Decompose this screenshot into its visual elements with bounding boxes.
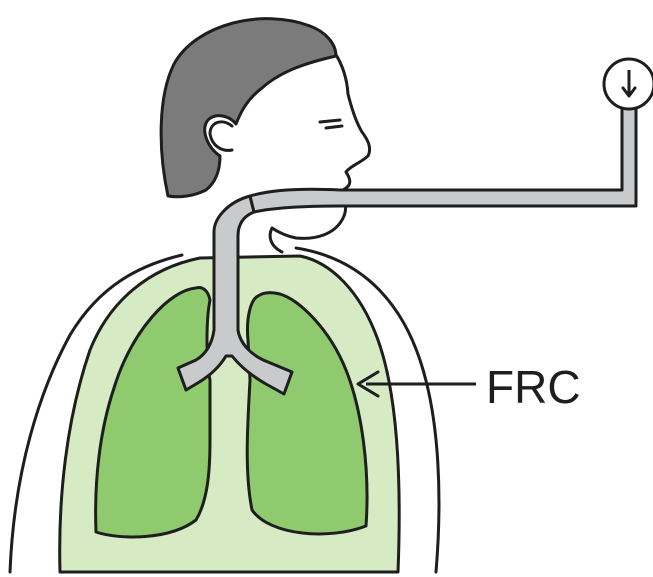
head <box>161 19 369 252</box>
gauge-icon <box>604 59 653 109</box>
frc-label: FRC <box>486 361 581 413</box>
